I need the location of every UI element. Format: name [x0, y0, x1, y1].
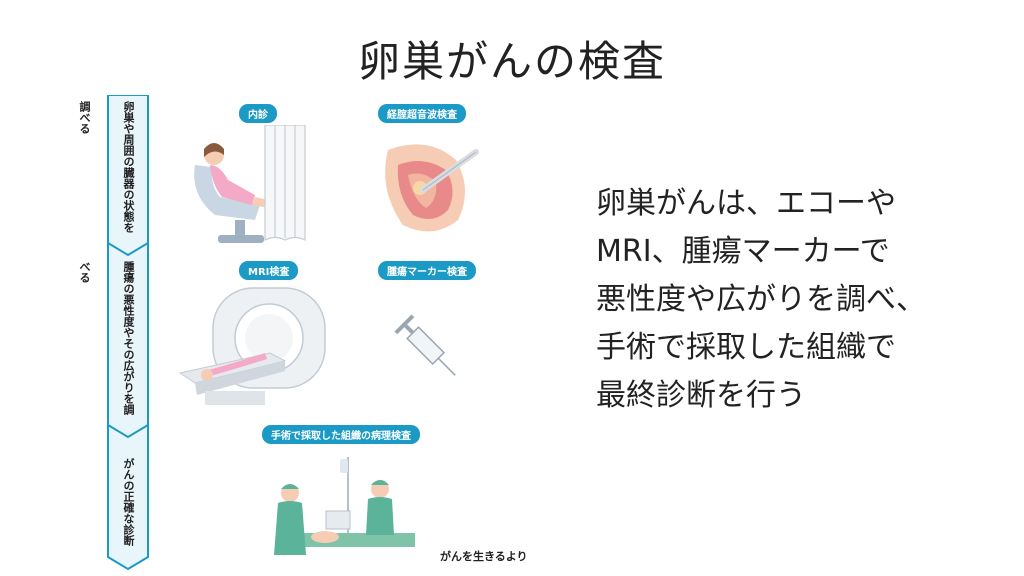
summary-line-2: MRI、腫瘍マーカーで	[596, 234, 890, 269]
process-flow: 卵巣や周囲の臓器の状態を調べる 腫瘍の悪性度やその広がりを調べる がんの正確な診…	[78, 95, 150, 570]
summary-line-1: 卵巣がんは、エコーや	[596, 186, 896, 221]
internal-exam-illustration	[194, 125, 306, 243]
summary-line-5: 最終診断を行う	[596, 378, 806, 413]
label-internal-exam: 内診	[239, 104, 277, 123]
summary-line-3: 悪性度や広がりを調べ、	[596, 282, 926, 317]
label-ultrasound-exam: 経腟超音波検査	[378, 104, 466, 123]
flow-step-2: 腫瘍の悪性度やその広がりを調べる	[78, 261, 135, 415]
page-title: 卵巣がんの検査	[357, 37, 666, 86]
syringe-illustration	[394, 314, 456, 376]
flow-step-3: がんの正確な診断	[122, 458, 135, 546]
label-tumor-marker-exam: 腫瘍マーカー検査	[378, 261, 476, 280]
mri-illustration	[178, 287, 326, 405]
source-credit: がんを生きるより	[440, 550, 528, 563]
ultrasound-illustration	[385, 144, 479, 232]
surgery-illustration	[274, 457, 415, 555]
label-mri-exam: MRI検査	[239, 261, 299, 280]
summary-line-4: 手術で採取した組織で	[596, 330, 896, 365]
flow-step-1: 卵巣や周囲の臓器の状態を調べる	[78, 101, 135, 233]
summary-text: 卵巣がんは、エコーや MRI、腫瘍マーカーで 悪性度や広がりを調べ、 手術で採取…	[596, 180, 1006, 420]
flow-arrow-shape	[107, 95, 149, 570]
label-pathology-exam: 手術で採取した組織の病理検査	[262, 425, 420, 444]
